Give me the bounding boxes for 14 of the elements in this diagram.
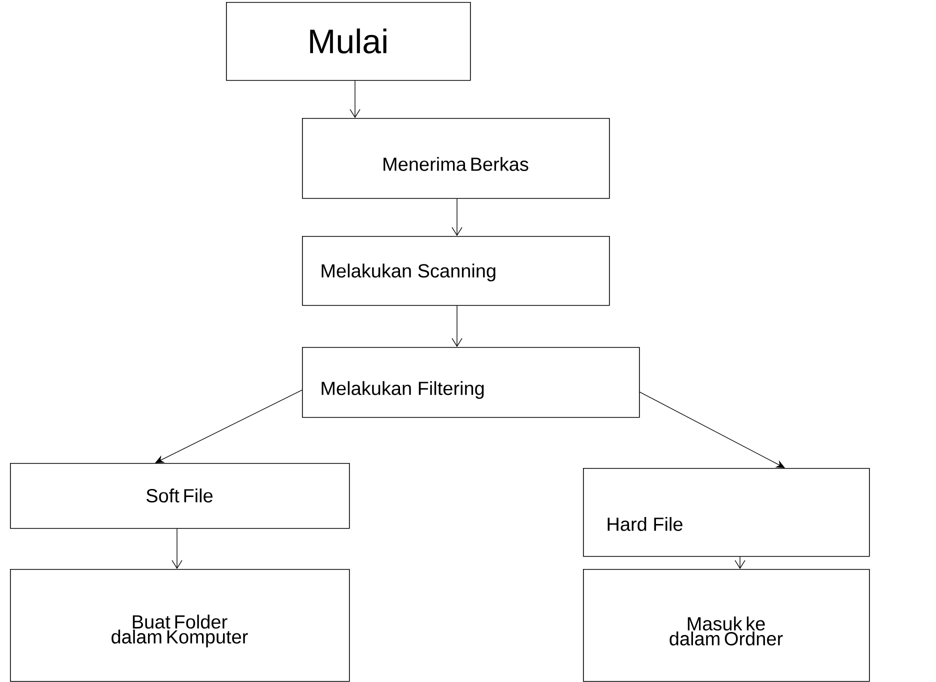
- arrow: [350, 80, 360, 118]
- process-box: Mulai: [226, 2, 471, 81]
- arrow: [155, 390, 302, 463]
- process-box: Soft File: [10, 463, 350, 529]
- arrow: [452, 305, 462, 347]
- process-box: Buat Folder dalam Komputer: [10, 569, 350, 682]
- arrow: [452, 198, 462, 236]
- process-box: Masuk ke dalam Ordner: [583, 569, 870, 682]
- arrow: [734, 556, 746, 570]
- process-box: Hard File: [583, 468, 870, 557]
- arrow: [172, 528, 182, 570]
- process-box: Menerima Berkas: [302, 118, 610, 199]
- process-box: Melakukan Filtering: [302, 347, 640, 418]
- process-box: Melakukan Scanning: [302, 236, 610, 306]
